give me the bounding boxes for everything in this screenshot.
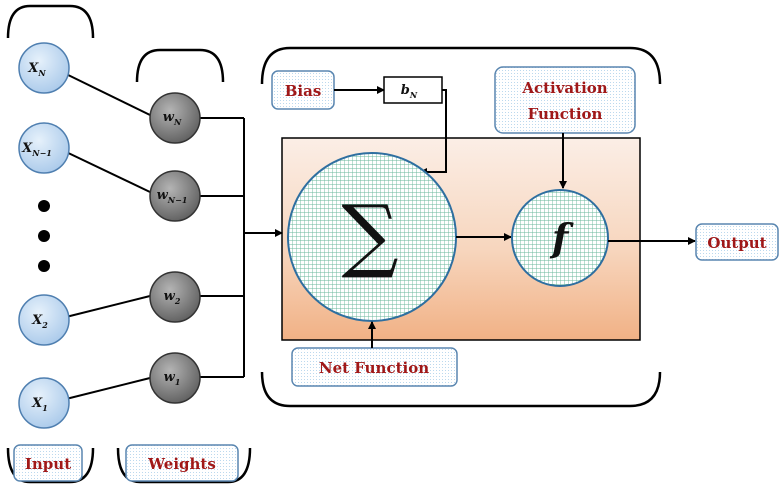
output-label: Output bbox=[707, 234, 766, 252]
weights-top-bracket bbox=[135, 48, 225, 83]
weight-node-1 bbox=[149, 352, 201, 404]
summation-symbol: ∑ bbox=[341, 188, 398, 281]
ellipsis-dots-icon bbox=[38, 200, 50, 272]
weight-label-1: w1 bbox=[164, 370, 181, 387]
weight-node-n-1 bbox=[149, 170, 201, 222]
weight-node-n bbox=[149, 92, 201, 144]
input-top-bracket bbox=[6, 4, 95, 39]
core-bottom-bracket bbox=[260, 371, 662, 408]
weight-node-2 bbox=[149, 271, 201, 323]
input-caption-box bbox=[13, 444, 83, 482]
input-label-2: X2 bbox=[31, 313, 48, 330]
brackets bbox=[6, 4, 662, 484]
input-nodes bbox=[18, 42, 70, 429]
input-node-1 bbox=[18, 377, 70, 429]
weight-label-2: w2 bbox=[164, 289, 181, 306]
input-label-1: X1 bbox=[31, 396, 48, 413]
net-function-box bbox=[291, 347, 458, 387]
input-weight-links bbox=[61, 71, 151, 401]
weight-label-n-1: wN−1 bbox=[157, 188, 188, 205]
bias-value-label: bN bbox=[401, 83, 418, 100]
core-top-bracket bbox=[260, 46, 662, 85]
bias-to-sum-arrow bbox=[419, 89, 447, 176]
activation-label-line1: Activation bbox=[521, 79, 607, 97]
input-node-n bbox=[18, 42, 70, 94]
activation-label-line2: Function bbox=[528, 105, 603, 123]
weights-caption-box bbox=[125, 444, 239, 482]
input-label-n: XN bbox=[27, 61, 46, 78]
net-function-label: Net Function bbox=[319, 359, 429, 377]
input-bottom-bracket bbox=[6, 447, 95, 484]
weights-bottom-bracket bbox=[116, 447, 252, 484]
output-box bbox=[695, 223, 779, 261]
input-label-n-1: XN−1 bbox=[21, 141, 52, 158]
weight-bus bbox=[200, 117, 245, 378]
input-caption: Input bbox=[25, 455, 71, 473]
bias-label: Bias bbox=[285, 82, 322, 100]
activation-function-box bbox=[494, 66, 636, 134]
weights-caption: Weights bbox=[147, 455, 216, 473]
input-node-2 bbox=[18, 294, 70, 346]
weight-nodes bbox=[149, 92, 201, 404]
weight-label-n: wN bbox=[163, 110, 182, 127]
activation-node bbox=[511, 189, 609, 287]
input-node-n-1 bbox=[18, 122, 70, 174]
